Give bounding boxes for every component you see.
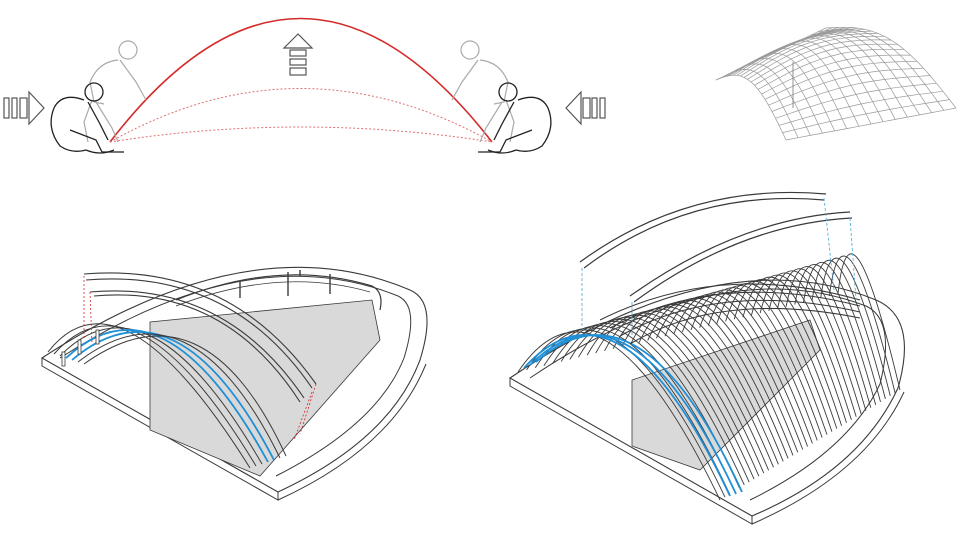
rib-arc xyxy=(65,329,269,463)
gridshell-line xyxy=(757,48,905,90)
gridshell-line xyxy=(768,67,924,106)
lateral-strip xyxy=(609,291,861,329)
rib-support xyxy=(61,351,66,367)
rib-group-step-2 xyxy=(517,253,901,501)
lifted-strips-step-1 xyxy=(83,272,317,403)
back-wall xyxy=(149,299,381,477)
floating-strips-step-2 xyxy=(579,191,853,303)
rib-group-step-1 xyxy=(47,323,287,469)
gridshell-line xyxy=(750,39,892,83)
rib-arc xyxy=(777,268,867,411)
gridshell-line xyxy=(747,35,885,80)
rib-arc xyxy=(517,331,721,501)
rib-arc xyxy=(759,272,857,417)
push-right-arrow-icon xyxy=(3,90,45,126)
rib-arc xyxy=(828,255,896,394)
gridshell-line xyxy=(733,27,859,76)
rib-arc xyxy=(621,306,779,465)
rib-arc xyxy=(586,314,760,477)
worker-left-standing xyxy=(83,40,147,143)
gridshell-line xyxy=(715,74,787,141)
drop-lines-step-1 xyxy=(83,276,317,441)
gridshell-line xyxy=(755,48,848,129)
rib-arc xyxy=(578,316,755,480)
worker-right-standing xyxy=(451,40,515,143)
lateral-strip xyxy=(599,283,861,321)
bent-strip-mid xyxy=(109,88,493,143)
lift-up-arrow-icon xyxy=(282,33,314,76)
bent-strip-start xyxy=(109,126,493,143)
assembly-step-2-panel xyxy=(508,191,905,525)
bending-sequence-panel xyxy=(3,17,606,154)
gridshell-line xyxy=(771,75,931,112)
gridshell-line xyxy=(785,107,957,141)
rib-support xyxy=(95,329,100,345)
rib-arc xyxy=(526,329,726,498)
highlight-rib-arc xyxy=(529,334,737,495)
guide-lines-step-2 xyxy=(581,197,857,336)
gridshell-line xyxy=(739,58,823,134)
gridshell-line xyxy=(723,69,799,138)
rib-arc xyxy=(802,261,881,403)
lateral-strip xyxy=(629,307,861,345)
gridshell-line xyxy=(778,90,944,126)
rib-arc xyxy=(77,333,281,459)
rib-arc xyxy=(785,266,872,408)
highlight-rib-arc xyxy=(535,334,743,493)
rib-arc xyxy=(733,278,843,426)
gridshell-line xyxy=(740,30,872,77)
gridshell-line xyxy=(754,43,898,86)
rib-arc xyxy=(53,325,257,467)
rib-arc xyxy=(699,287,823,438)
rib-arc xyxy=(811,259,886,400)
gridshell-line xyxy=(825,26,957,109)
rib-arc xyxy=(725,280,838,429)
gridshell-line xyxy=(729,27,853,76)
gridshell-line xyxy=(786,35,896,120)
gridshell-line xyxy=(731,63,811,136)
worker-right-crouching xyxy=(478,82,552,154)
rib-arc xyxy=(59,327,263,465)
rib-arc xyxy=(768,270,862,414)
gridshell-line xyxy=(775,82,937,119)
rib-support xyxy=(77,339,82,355)
push-left-arrow-icon xyxy=(565,90,606,126)
bent-strip-final xyxy=(109,17,493,143)
rib-arc xyxy=(837,253,901,391)
rib-arc xyxy=(820,257,891,397)
rib-arc xyxy=(638,302,789,459)
gridshell-line xyxy=(743,33,879,78)
gridshell-wireframe-panel xyxy=(715,26,957,141)
rib-arc xyxy=(595,312,765,474)
assembly-step-1-panel xyxy=(40,266,428,501)
worker-left-crouching xyxy=(50,82,124,154)
rib-arc xyxy=(604,310,770,471)
gridshell-line xyxy=(764,60,918,100)
lateral-strip xyxy=(619,299,861,337)
gridshell-line xyxy=(782,99,950,133)
rib-arc xyxy=(83,335,287,457)
rib-arc xyxy=(612,308,774,468)
gridshell-line xyxy=(770,40,872,125)
gridshell-line xyxy=(761,54,911,95)
gridshell-line xyxy=(736,28,866,76)
highlight-rib-arc xyxy=(523,334,731,497)
rib-arc xyxy=(647,299,794,456)
